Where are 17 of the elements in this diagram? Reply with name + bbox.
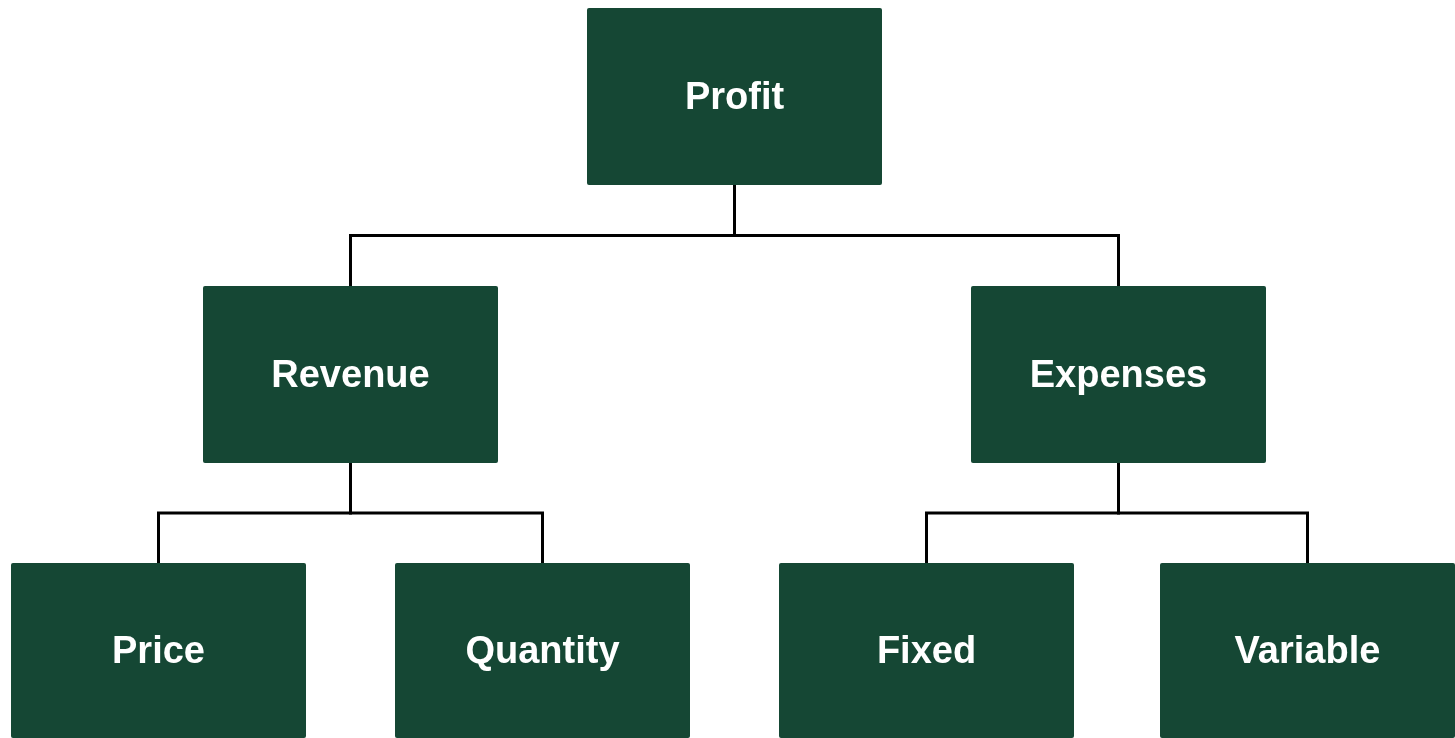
- category-box: [587, 8, 882, 185]
- box-label: Quantity: [465, 629, 620, 672]
- category-box: [11, 563, 306, 738]
- box-label: Profit: [684, 75, 785, 118]
- box-label: Revenue: [271, 353, 430, 396]
- category-box: [971, 286, 1266, 463]
- connector-line: [349, 463, 544, 563]
- category-box: [779, 563, 1074, 738]
- box-label: Expenses: [1029, 353, 1208, 396]
- box-label: Price: [112, 629, 205, 672]
- box-label: Variable: [1234, 629, 1381, 672]
- connector-line: [733, 185, 1120, 286]
- category-box: [395, 563, 690, 738]
- category-box: [1160, 563, 1455, 738]
- box-label: Fixed: [876, 629, 977, 672]
- connector-line: [1117, 463, 1309, 563]
- category-box: [203, 286, 498, 463]
